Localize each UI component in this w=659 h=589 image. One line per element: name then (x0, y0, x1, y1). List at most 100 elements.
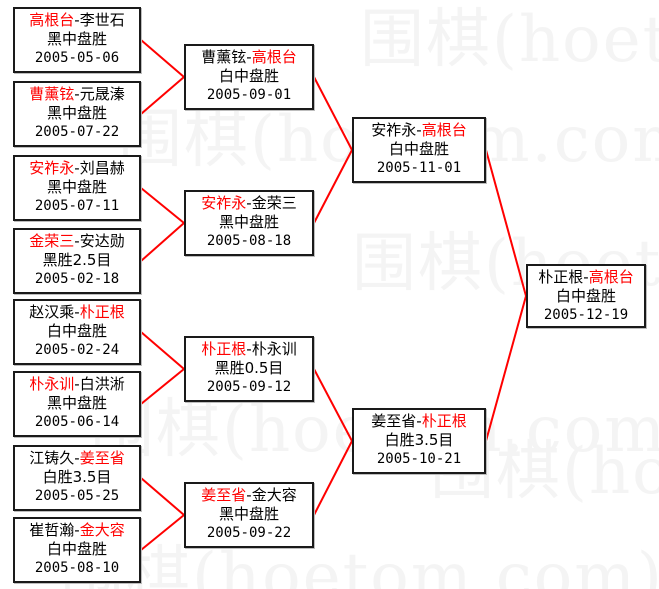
name-separator: - (74, 375, 80, 393)
player-name-winner: 朴正根 (201, 340, 247, 358)
match-box[interactable]: 金荣三-安达勋 黑胜2.5目 2005-02-18 (13, 228, 141, 294)
match-date: 2005-05-25 (34, 488, 120, 504)
connector-line (313, 368, 353, 442)
player-name: 朴永训 (251, 340, 297, 358)
name-separator: - (74, 11, 80, 29)
name-separator: - (74, 303, 80, 321)
match-players: 安祚永-金荣三 (186, 194, 312, 213)
match-box[interactable]: 姜至省-朴正根 白胜3.5目 2005-10-21 (352, 408, 486, 474)
name-separator: - (74, 449, 80, 467)
match-box[interactable]: 姜至省-金大容 黑中盘胜 2005-09-22 (184, 482, 314, 548)
connector-line (140, 477, 185, 516)
name-separator: - (246, 486, 252, 504)
match-players: 高根台-李世石 (15, 11, 139, 30)
match-date: 2005-06-14 (34, 414, 120, 430)
name-separator: - (246, 340, 252, 358)
match-box[interactable]: 朴正根-朴永训 黑胜0.5目 2005-09-12 (184, 336, 314, 402)
match-players: 安祚永-刘昌赫 (15, 159, 139, 178)
match-date: 2005-12-19 (543, 307, 629, 323)
match-players: 朴正根-朴永训 (186, 340, 312, 359)
player-name-winner: 高根台 (29, 11, 75, 29)
match-box-final[interactable]: 朴正根-高根台 白中盘胜 2005-12-19 (526, 264, 646, 328)
match-date: 2005-08-10 (34, 560, 120, 576)
player-name-winner: 姜至省 (201, 486, 247, 504)
match-players: 安祚永-高根台 (354, 121, 484, 140)
match-box[interactable]: 安祚永-金荣三 黑中盘胜 2005-08-18 (184, 190, 314, 256)
match-box[interactable]: 赵汉乘-朴正根 白中盘胜 2005-02-24 (13, 299, 141, 365)
connector-line (140, 331, 185, 370)
match-date: 2005-02-24 (34, 342, 120, 358)
match-box[interactable]: 曹薰铉-高根台 白中盘胜 2005-09-01 (184, 44, 314, 110)
match-box[interactable]: 安祚永-高根台 白中盘胜 2005-11-01 (352, 117, 486, 183)
match-players: 姜至省-朴正根 (354, 412, 484, 431)
connector-line (313, 440, 353, 516)
match-result: 白中盘胜 (46, 540, 107, 558)
player-name: 姜至省 (371, 412, 417, 430)
match-players: 赵汉乘-朴正根 (15, 303, 139, 322)
player-name: 金荣三 (251, 194, 297, 212)
player-name: 金大容 (251, 486, 297, 504)
player-name-winner: 高根台 (251, 48, 297, 66)
player-name: 元晟溱 (79, 85, 125, 103)
match-players: 曹薰铉-高根台 (186, 48, 312, 67)
player-name: 崔哲瀚 (29, 521, 75, 539)
match-players: 姜至省-金大容 (186, 486, 312, 505)
match-players: 金荣三-安达勋 (15, 232, 139, 251)
name-separator: - (74, 521, 80, 539)
player-name: 朴正根 (538, 268, 584, 286)
player-name-winner: 朴永训 (29, 375, 75, 393)
match-date: 2005-09-22 (206, 525, 292, 541)
watermark-text: 围棋(hoetom.com) (60, 540, 659, 589)
match-date: 2005-05-06 (34, 50, 120, 66)
player-name: 安达勋 (79, 232, 125, 250)
match-date: 2005-02-18 (34, 271, 120, 287)
player-name-winner: 曹薰铉 (29, 85, 75, 103)
match-players: 崔哲瀚-金大容 (15, 521, 139, 540)
match-result: 白中盘胜 (218, 67, 279, 85)
match-result: 白胜3.5目 (42, 468, 112, 486)
match-box[interactable]: 崔哲瀚-金大容 白中盘胜 2005-08-10 (13, 517, 141, 583)
player-name: 安祚永 (371, 121, 417, 139)
match-date: 2005-10-21 (376, 451, 462, 467)
player-name-winner: 金大容 (79, 521, 125, 539)
match-players: 朴永训-白洪淅 (15, 375, 139, 394)
match-date: 2005-07-22 (34, 124, 120, 140)
player-name: 白洪淅 (79, 375, 125, 393)
name-separator: - (246, 194, 252, 212)
connector-line (140, 39, 185, 78)
match-box[interactable]: 安祚永-刘昌赫 黑中盘胜 2005-07-11 (13, 155, 141, 221)
connector-line (313, 149, 353, 224)
match-date: 2005-09-01 (206, 87, 292, 103)
name-separator: - (74, 159, 80, 177)
match-date: 2005-07-11 (34, 198, 120, 214)
match-result: 白中盘胜 (555, 287, 616, 305)
match-result: 黑中盘胜 (218, 505, 279, 523)
player-name-winner: 高根台 (588, 268, 634, 286)
player-name-winner: 高根台 (421, 121, 467, 139)
player-name-winner: 朴正根 (421, 412, 467, 430)
name-separator: - (74, 232, 80, 250)
name-separator: - (416, 412, 422, 430)
match-result: 黑胜2.5目 (42, 251, 112, 269)
connector-line (485, 295, 527, 442)
match-result: 黑中盘胜 (46, 30, 107, 48)
player-name-winner: 姜至省 (79, 449, 125, 467)
name-separator: - (416, 121, 422, 139)
match-players: 江铸久-姜至省 (15, 449, 139, 468)
match-result: 黑中盘胜 (218, 213, 279, 231)
match-box[interactable]: 曹薰铉-元晟溱 黑中盘胜 2005-07-22 (13, 81, 141, 147)
match-result: 白中盘胜 (46, 322, 107, 340)
match-result: 黑中盘胜 (46, 104, 107, 122)
match-result: 黑中盘胜 (46, 394, 107, 412)
match-box[interactable]: 高根台-李世石 黑中盘胜 2005-05-06 (13, 7, 141, 73)
player-name-winner: 金荣三 (29, 232, 75, 250)
player-name-winner: 安祚永 (201, 194, 247, 212)
match-box[interactable]: 朴永训-白洪淅 黑中盘胜 2005-06-14 (13, 371, 141, 437)
name-separator: - (583, 268, 589, 286)
match-box[interactable]: 江铸久-姜至省 白胜3.5目 2005-05-25 (13, 445, 141, 511)
match-result: 白胜3.5目 (384, 431, 454, 449)
watermark-text: 围棋(hoetom.com) (360, 3, 659, 77)
connector-line (140, 76, 185, 115)
player-name: 曹薰铉 (201, 48, 247, 66)
